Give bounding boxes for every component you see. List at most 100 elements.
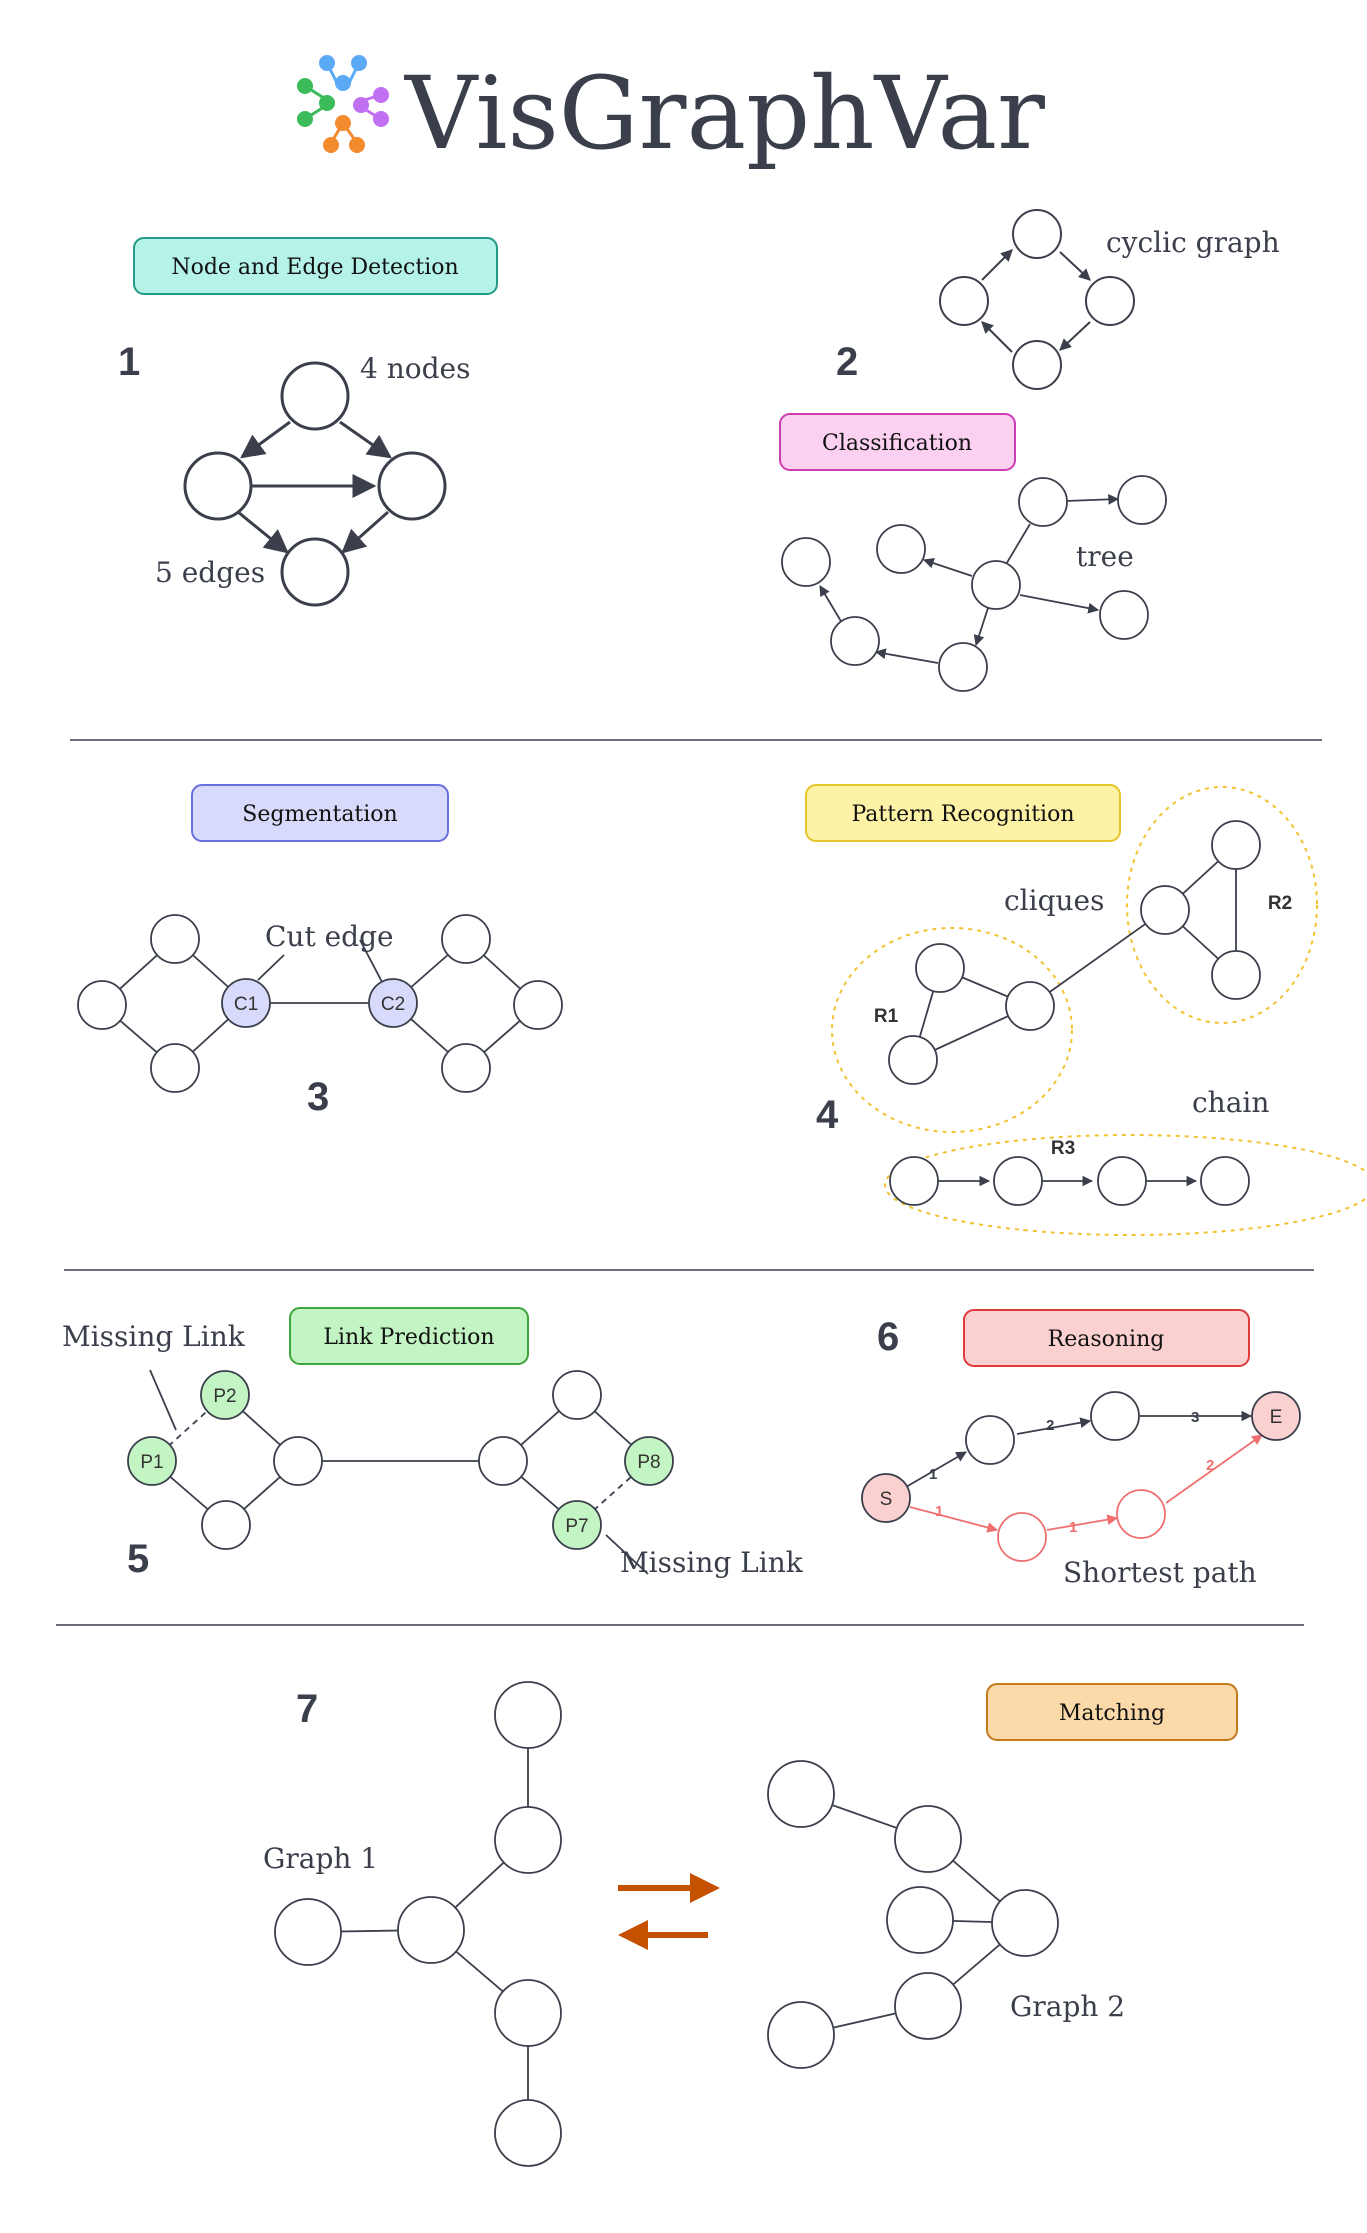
node-label-p1: P1 [140, 1452, 163, 1473]
graph-cyclic [939, 209, 1135, 390]
tag-segmentation: Segmentation [191, 784, 449, 842]
graph-segmentation [77, 914, 563, 1093]
predict-node-p7 [552, 1500, 602, 1550]
graph-node [478, 1436, 528, 1486]
logo-icon [297, 55, 389, 153]
graph-node [494, 1806, 562, 1874]
node-label-c1: C1 [234, 994, 258, 1015]
graph-node [830, 616, 880, 666]
graph-node [991, 1889, 1059, 1957]
node-label-s: S [880, 1489, 893, 1510]
section-number-5: 5 [127, 1537, 149, 1581]
region-r1 [831, 927, 1073, 1133]
tag-pattern-recognition: Pattern Recognition [805, 784, 1121, 842]
node-label-e: E [1270, 1407, 1283, 1428]
tag-link-prediction: Link Prediction [289, 1307, 529, 1365]
cut-node-c2 [368, 978, 418, 1028]
tag-label: Reasoning [1048, 1327, 1165, 1352]
graph-node [939, 276, 989, 326]
tag-label: Node and Edge Detection [171, 255, 458, 280]
graph-node [965, 1415, 1015, 1465]
graph-node [1005, 981, 1055, 1031]
edge-weight: 1 [935, 1503, 943, 1520]
label-tree: tree [1076, 540, 1134, 573]
graph-node [886, 1886, 954, 1954]
tag-label: Classification [822, 431, 972, 456]
region-r3 [884, 1134, 1367, 1236]
graph-node [1211, 950, 1261, 1000]
tag-matching: Matching [986, 1683, 1238, 1741]
tag-label: Pattern Recognition [851, 802, 1074, 827]
predict-node-p1 [127, 1436, 177, 1486]
path-node [1116, 1489, 1166, 1539]
graph-node [183, 451, 253, 521]
graph-detection [183, 361, 447, 607]
graph-node [513, 980, 563, 1030]
graph-node [938, 642, 988, 692]
label-4-nodes: 4 nodes [360, 352, 470, 385]
graph-node [971, 560, 1021, 610]
graph-node [876, 524, 926, 574]
graph-node [1085, 276, 1135, 326]
tag-label: Matching [1059, 1701, 1165, 1726]
label-cut-edge: Cut edge [265, 920, 394, 953]
graph-node [889, 1156, 939, 1206]
tag-node-edge-detection: Node and Edge Detection [133, 237, 498, 295]
node-label-c2: C2 [381, 994, 405, 1015]
edge-weight: 3 [1191, 1409, 1199, 1426]
match-arrows [618, 1873, 720, 1950]
edge-weight: 2 [1206, 1457, 1214, 1474]
graph-node [1018, 477, 1068, 527]
graph-node [377, 451, 447, 521]
predict-node-p8 [624, 1436, 674, 1486]
node-label-p8: P8 [637, 1452, 660, 1473]
edge-weight: 1 [929, 1466, 937, 1483]
graph-node [894, 1972, 962, 2040]
region-label-r1: R1 [874, 1006, 899, 1027]
label-missing-link-2: Missing Link [620, 1546, 804, 1579]
graph-link-prediction [127, 1369, 674, 1575]
graph-node [1140, 885, 1190, 935]
label-5-edges: 5 edges [155, 556, 265, 589]
region-label-r2: R2 [1268, 893, 1292, 914]
tag-label: Link Prediction [323, 1325, 494, 1350]
graph-node [273, 1436, 323, 1486]
graph-node [781, 537, 831, 587]
section-number-7: 7 [296, 1687, 318, 1731]
graph-node [274, 1898, 342, 1966]
node-label-p7: P7 [565, 1516, 588, 1537]
label-missing-link-1: Missing Link [62, 1320, 246, 1353]
graph-node [767, 1760, 835, 1828]
tag-classification: Classification [779, 413, 1016, 471]
section-number-6: 6 [877, 1315, 899, 1359]
label-graph-1: Graph 1 [263, 1842, 378, 1875]
graph-node [494, 1979, 562, 2047]
region-r2 [1126, 786, 1318, 1024]
tag-label: Segmentation [242, 802, 397, 827]
section-number-4: 4 [816, 1093, 839, 1137]
label-graph-2: Graph 2 [1010, 1990, 1125, 2023]
graph-node [280, 361, 350, 431]
label-shortest-path: Shortest path [1063, 1556, 1257, 1589]
graph-node [552, 1370, 602, 1420]
node-label-p2: P2 [213, 1386, 236, 1407]
section-number-3: 3 [307, 1075, 329, 1119]
graph-node [888, 1035, 938, 1085]
end-node-e [1251, 1391, 1301, 1441]
graph-node [894, 1805, 962, 1873]
graph-node [150, 1043, 200, 1093]
section-number-2: 2 [836, 340, 858, 384]
graph-node [915, 943, 965, 993]
graph-node [993, 1156, 1043, 1206]
graph-node [1200, 1156, 1250, 1206]
tag-reasoning: Reasoning [963, 1309, 1250, 1367]
graph-node [77, 980, 127, 1030]
graph-node [441, 1043, 491, 1093]
graph-node [1012, 340, 1062, 390]
path-node [997, 1512, 1047, 1562]
graph-node [494, 1681, 562, 1749]
graph-tree [781, 475, 1167, 692]
graph-node [494, 2099, 562, 2167]
label-cliques: cliques [1004, 884, 1105, 917]
graph-node [1012, 209, 1062, 259]
